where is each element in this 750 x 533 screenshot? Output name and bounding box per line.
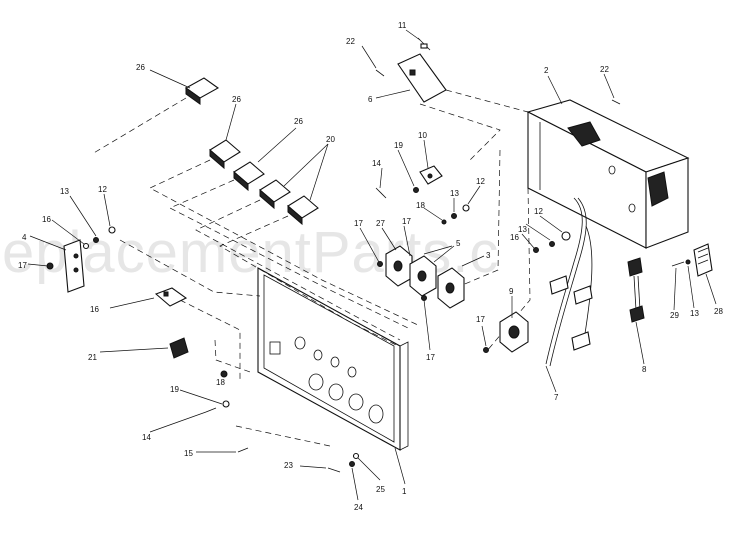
callout-1: 1: [402, 487, 407, 496]
switch-21: [99, 337, 189, 359]
callout-9: 9: [509, 287, 514, 296]
callout-13-left: 13: [60, 187, 69, 196]
callout-17-outlet: 17: [476, 315, 485, 324]
callout-17-breaker-a: 17: [354, 219, 363, 228]
callout-12-right: 12: [534, 207, 543, 216]
callout-2: 2: [544, 66, 549, 75]
callout-19-left: 19: [170, 385, 179, 394]
callout-8: 8: [642, 365, 647, 374]
callout-16-receptacle: 16: [90, 305, 99, 314]
callout-16-left: 16: [42, 215, 51, 224]
callout-28: 28: [714, 307, 723, 316]
wiring-lines: [91, 89, 531, 447]
callout-11: 11: [398, 21, 407, 30]
callout-12-center: 12: [476, 177, 485, 186]
component-20-b: [283, 143, 329, 226]
rear-enclosure: [526, 75, 690, 249]
cable-8: [627, 257, 645, 365]
breaker-27: [385, 245, 413, 287]
callout-15: 15: [184, 449, 193, 458]
callout-13-center: 13: [450, 189, 459, 198]
hardware-center: [375, 139, 481, 225]
component-26-right: [233, 127, 297, 192]
callout-18-left: 18: [216, 378, 225, 387]
callout-27: 27: [376, 219, 385, 228]
callout-26-top: 26: [136, 63, 145, 72]
callout-12-left: 12: [98, 185, 107, 194]
wire-harness: [545, 197, 593, 393]
fasteners-left: [149, 370, 249, 453]
screws-22: [361, 45, 621, 105]
callout-13-right: 13: [518, 225, 527, 234]
callout-26-mid: 26: [232, 95, 241, 104]
callout-18-center: 18: [416, 201, 425, 210]
hardware-right: [521, 215, 571, 253]
callout-22-right: 22: [600, 65, 609, 74]
callout-29: 29: [670, 311, 679, 320]
callout-19-center: 19: [394, 141, 403, 150]
circuit-board: [375, 29, 447, 103]
breaker-5: [409, 255, 437, 297]
callout-4: 4: [22, 233, 27, 242]
callout-5: 5: [456, 239, 461, 248]
control-panel: [257, 267, 409, 485]
callout-6: 6: [368, 95, 373, 104]
callout-17-bottom: 17: [426, 353, 435, 362]
callout-14-center: 14: [372, 159, 381, 168]
callout-13-far-right: 13: [690, 309, 699, 318]
callout-10: 10: [418, 131, 427, 140]
callout-17-breaker-b: 17: [402, 217, 411, 226]
callout-20: 20: [326, 135, 335, 144]
receptacle-16: [109, 287, 188, 309]
callout-25: 25: [376, 485, 385, 494]
callout-24: 24: [354, 503, 363, 512]
callout-16-right: 16: [510, 233, 519, 242]
breaker-3: [437, 255, 485, 309]
outlet-9: [481, 296, 529, 353]
callout-22-left: 22: [346, 37, 355, 46]
callout-14-left: 14: [142, 433, 151, 442]
fasteners-bottom: [299, 452, 381, 501]
component-28: [671, 243, 717, 311]
callout-26-right: 26: [294, 117, 303, 126]
breaker-leaders: [359, 225, 455, 351]
terminal-block-left: [27, 193, 116, 293]
callout-labels: 1 2 3 4 5 6 7 8 9 10 11 12 12 12 13 13 1…: [18, 21, 723, 512]
callout-21: 21: [88, 353, 97, 362]
callout-3: 3: [486, 251, 491, 260]
callout-7: 7: [554, 393, 559, 402]
component-26-top: [149, 69, 220, 105]
callout-23: 23: [284, 461, 293, 470]
callout-17-left: 17: [18, 261, 27, 270]
component-20-a: [259, 179, 291, 210]
component-26-mid: [209, 103, 241, 170]
